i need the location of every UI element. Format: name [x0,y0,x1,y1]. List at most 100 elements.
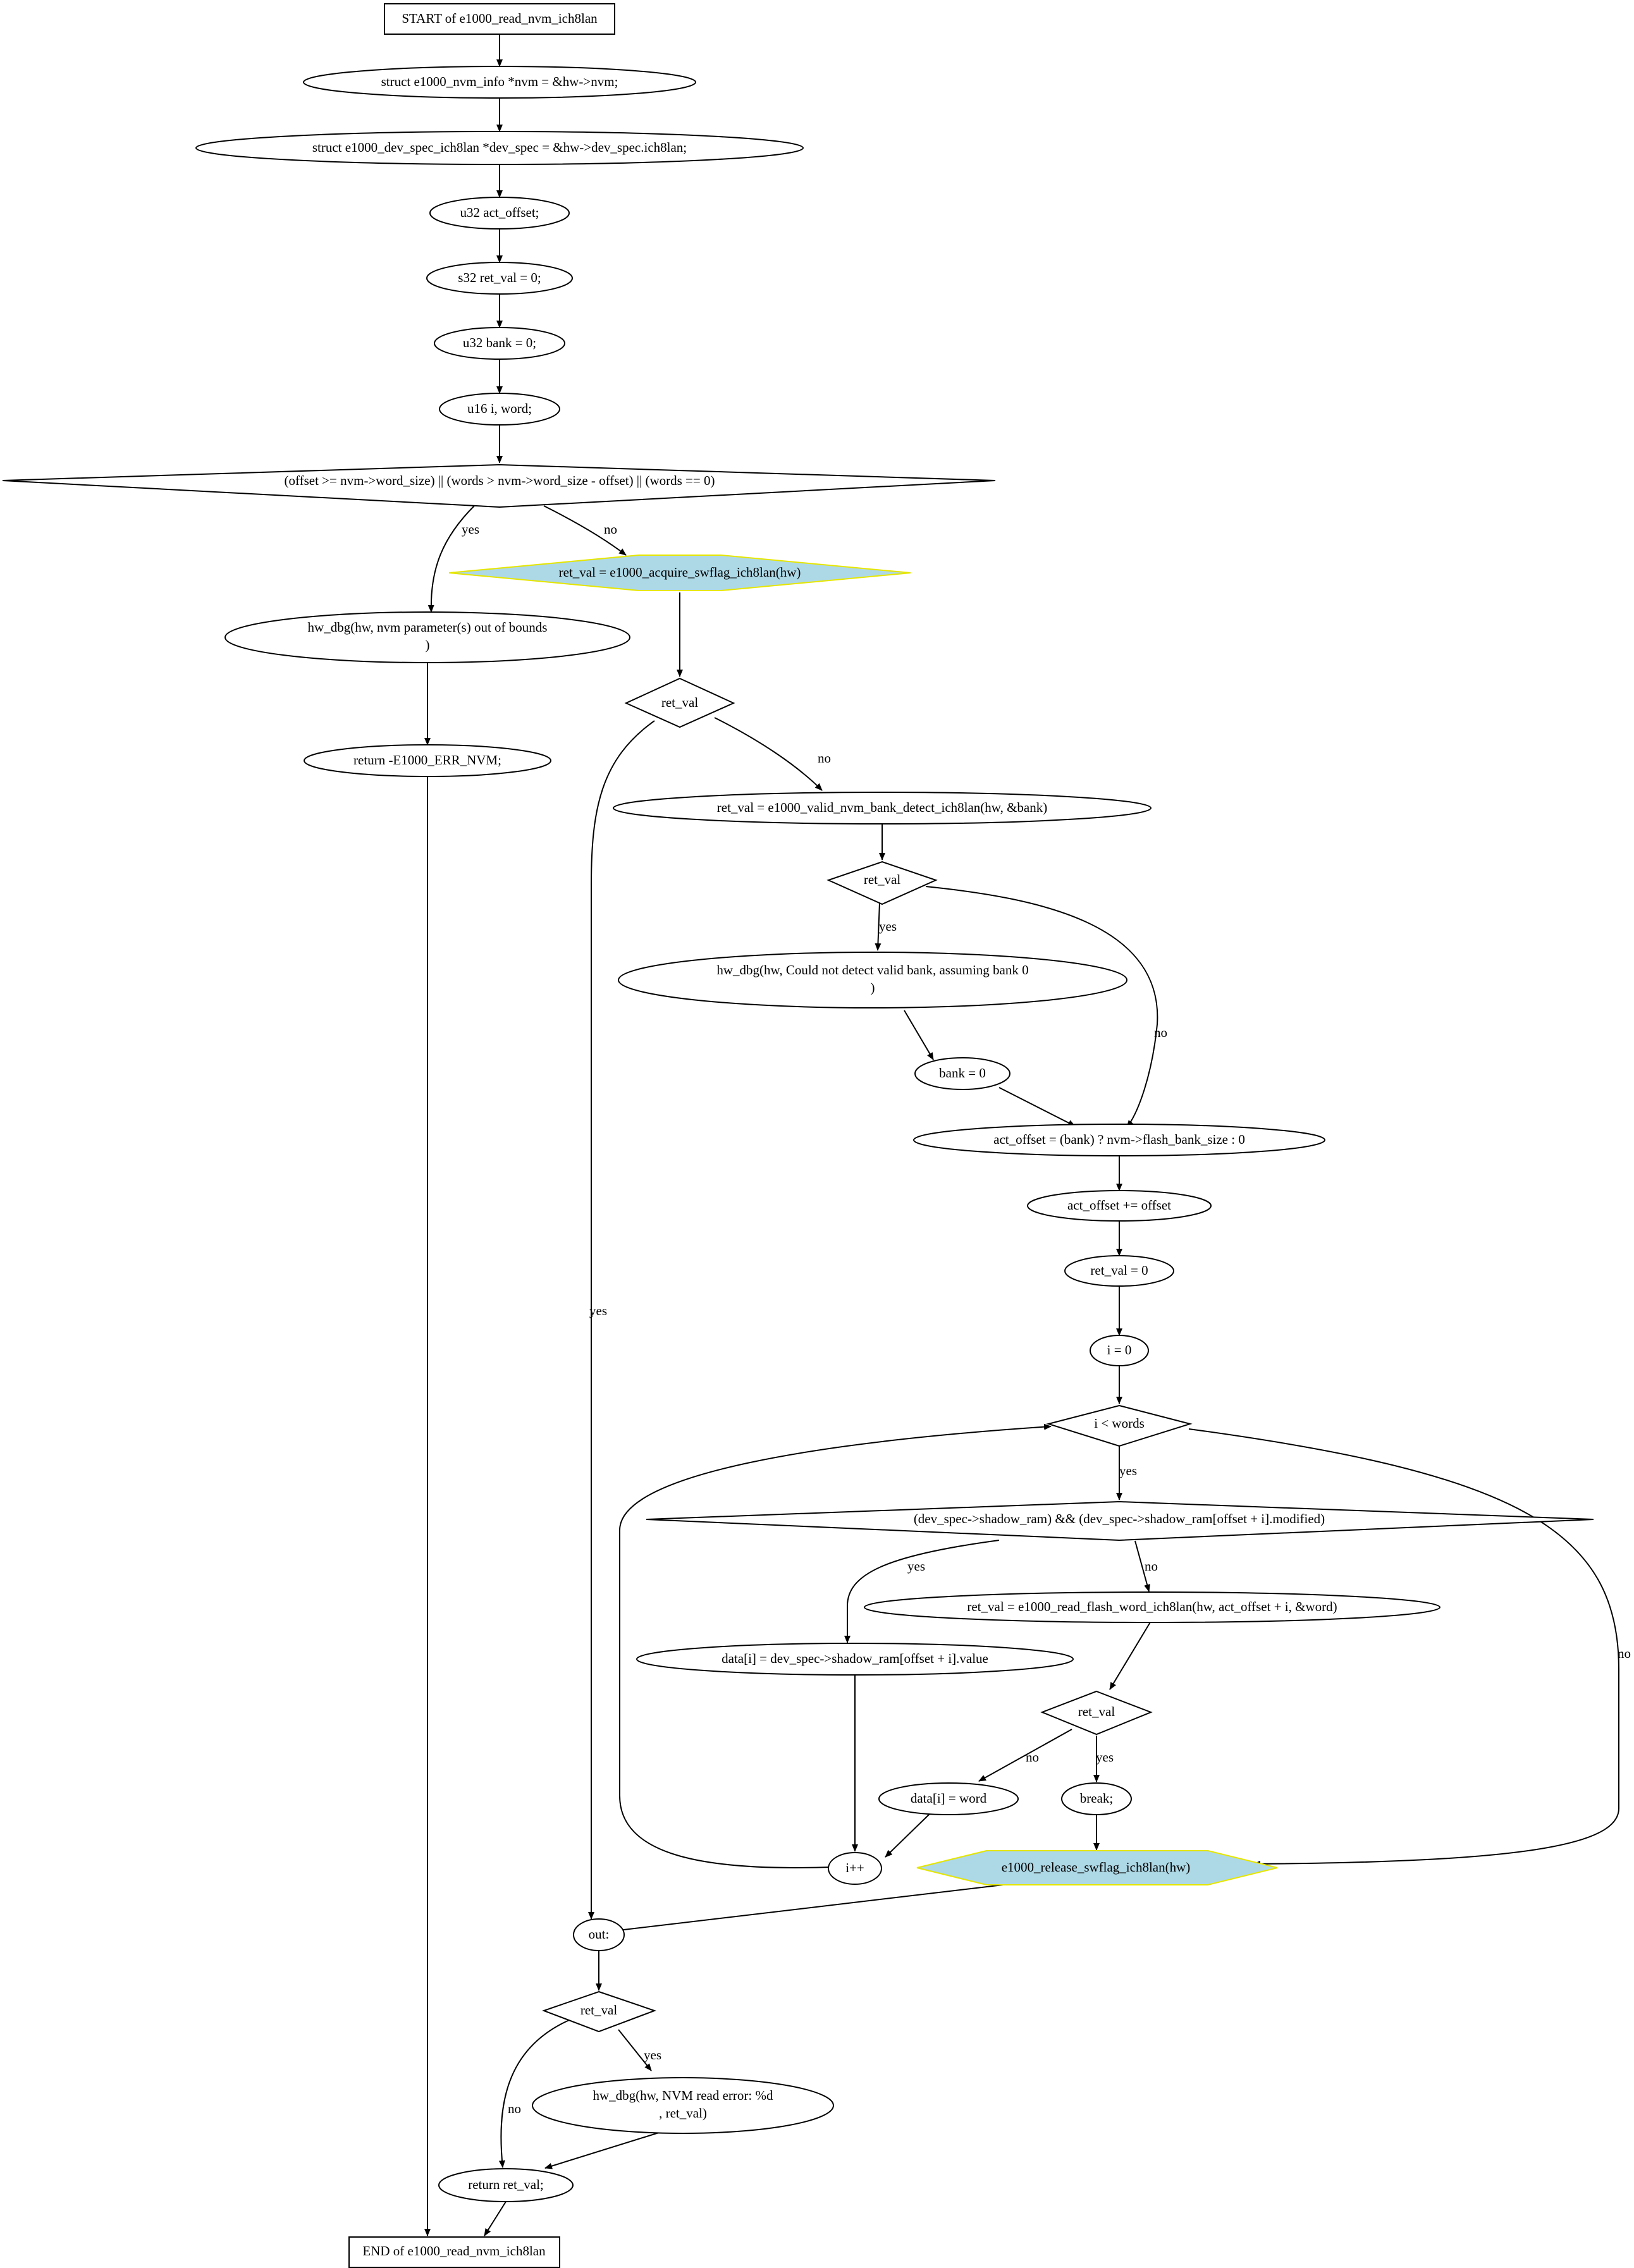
label-d5-no: no [1145,1559,1158,1574]
increment-node: i++ [828,1852,882,1885]
error-check-label: ret_val [580,2002,617,2018]
decl-dev-spec-node: struct e1000_dev_spec_ich8lan *dev_spec … [195,131,804,165]
decl-ret-val-node: s32 ret_val = 0; [426,262,573,295]
shadow-data-node: data[i] = dev_spec->shadow_ram[offset + … [636,1643,1074,1676]
decl-ret-val-label: s32 ret_val = 0; [458,270,541,285]
label-d1-yes: yes [462,522,479,537]
dbg-read-error-line2: , ret_val) [659,2106,707,2121]
i-zero-label: i = 0 [1107,1342,1132,1358]
edge-dbg2-bank0 [904,1010,934,1060]
read-flash-word-label: ret_val = e1000_read_flash_word_ich8lan(… [967,1599,1337,1614]
edge-dbg3-retv [544,2131,661,2169]
edge-inc-d4 [619,1423,1052,1868]
nodes: START of e1000_read_nvm_ich8lan struct e… [2,3,1594,2268]
return-ret-val-node: return ret_val; [438,2168,574,2202]
loop-condition-label: i < words [1094,1416,1145,1431]
read-check-decision: ret_val [1040,1690,1153,1736]
label-d7-no: no [508,2101,521,2116]
edge-labels: yes no no yes yes no yes no yes no no ye… [462,522,1631,2116]
acquire-check-decision: ret_val [624,677,735,728]
dbg-out-of-bounds-line2: ) [426,637,430,653]
start-node: START of e1000_read_nvm_ich8lan [384,3,615,35]
label-d4-no: no [1618,1646,1631,1661]
decl-dev-spec-label: struct e1000_dev_spec_ich8lan *dev_spec … [312,140,687,155]
edges [424,34,1619,2236]
label-d2-no: no [818,751,831,766]
edge-d2-detect [714,717,823,791]
edge-retv-end [484,2201,507,2236]
act-offset-bank-label: act_offset = (bank) ? nvm->flash_bank_si… [993,1132,1245,1147]
shadow-ram-label: (dev_spec->shadow_ram) && (dev_spec->sha… [914,1511,1325,1526]
break-label: break; [1080,1791,1113,1806]
dbg-read-error-node: hw_dbg(hw, NVM read error: %d , ret_val) [532,2077,834,2134]
end-node-label: END of e1000_read_nvm_ich8lan [362,2243,546,2259]
end-node: END of e1000_read_nvm_ich8lan [348,2236,560,2268]
edge-d4-rel [1188,1428,1619,1867]
edge-d7-retv [498,2020,570,2168]
decl-act-offset-label: u32 act_offset; [460,205,539,220]
label-d3-yes: yes [879,919,897,934]
dbg-out-of-bounds-line1: hw_dbg(hw, nvm parameter(s) out of bound… [308,620,548,635]
dbg-no-valid-bank-node: hw_dbg(hw, Could not detect valid bank, … [618,952,1127,1008]
decl-bank-node: u32 bank = 0; [434,327,565,360]
i-zero-node: i = 0 [1090,1335,1149,1366]
shadow-data-label: data[i] = dev_spec->shadow_ram[offset + … [722,1651,988,1666]
decl-bank-label: u32 bank = 0; [463,335,536,350]
decl-nvm-label: struct e1000_nvm_info *nvm = &hw->nvm; [381,74,618,89]
bank-zero-node: bank = 0 [914,1057,1010,1090]
label-d6-yes: yes [1096,1750,1114,1765]
bank-check-decision: ret_val [826,861,938,905]
acquire-swflag-label: ret_val = e1000_acquire_swflag_ich8lan(h… [559,565,801,580]
label-d4-yes: yes [1119,1463,1137,1478]
return-err-nvm-node: return -E1000_ERR_NVM; [304,744,551,777]
act-offset-add-label: act_offset += offset [1067,1198,1171,1213]
release-swflag-node: e1000_release_swflag_ich8lan(hw) [916,1850,1278,1885]
bank-detect-label: ret_val = e1000_valid_nvm_bank_detect_ic… [717,800,1048,815]
label-d7-yes: yes [644,2047,661,2063]
decl-nvm-node: struct e1000_nvm_info *nvm = &hw->nvm; [303,66,696,99]
edge-readflash-d6 [1109,1621,1152,1690]
out-label-text: out: [589,1927,610,1942]
dbg-no-valid-bank-line1: hw_dbg(hw, Could not detect valid bank, … [716,962,1028,978]
decl-i-word-label: u16 i, word; [467,401,532,416]
ret-val-zero-label: ret_val = 0 [1090,1263,1148,1278]
bank-detect-node: ret_val = e1000_valid_nvm_bank_detect_ic… [613,792,1152,824]
read-flash-word-node: ret_val = e1000_read_flash_word_ich8lan(… [864,1591,1440,1623]
label-d2-yes: yes [589,1303,607,1318]
break-node: break; [1061,1782,1132,1815]
decl-i-word-node: u16 i, word; [439,393,560,426]
edge-bank0-act [998,1087,1076,1127]
data-word-node: data[i] = word [878,1782,1019,1815]
edge-d7-dbg3 [618,2029,652,2071]
act-offset-add-node: act_offset += offset [1027,1190,1212,1222]
read-check-label: ret_val [1078,1704,1115,1719]
start-node-label: START of e1000_read_nvm_ich8lan [402,11,598,26]
label-d3-no: no [1154,1025,1167,1040]
edge-dataw-inc [885,1813,930,1858]
edge-d6-dataw [978,1729,1072,1782]
edge-d1-dbg1 [427,505,475,613]
return-ret-val-label: return ret_val; [468,2177,544,2192]
acquire-swflag-node: ret_val = e1000_acquire_swflag_ich8lan(h… [448,555,911,591]
error-check-decision: ret_val [542,1990,656,2033]
out-label-node: out: [573,1918,625,1951]
bounds-check-label: (offset >= nvm->word_size) || (words > n… [285,473,715,488]
label-d1-no: no [604,522,617,537]
ret-val-zero-node: ret_val = 0 [1064,1255,1174,1287]
return-err-nvm-label: return -E1000_ERR_NVM; [353,752,501,768]
shadow-ram-decision: (dev_spec->shadow_ram) && (dev_spec->sha… [646,1500,1594,1542]
edge-d5-readflash [1134,1540,1150,1592]
edge-d5-shadow [844,1540,1000,1643]
dbg-no-valid-bank-line2: ) [871,980,875,995]
bank-zero-label: bank = 0 [939,1065,986,1081]
acquire-check-label: ret_val [661,695,698,710]
dbg-read-error-line1: hw_dbg(hw, NVM read error: %d [593,2088,773,2103]
bank-check-label: ret_val [864,872,900,887]
label-d6-no: no [1026,1750,1039,1765]
edge-rel-out [607,1884,1009,1934]
bounds-check-decision: (offset >= nvm->word_size) || (words > n… [2,463,996,508]
label-d5-yes: yes [907,1559,925,1574]
data-word-label: data[i] = word [911,1791,987,1806]
increment-label: i++ [845,1860,864,1875]
